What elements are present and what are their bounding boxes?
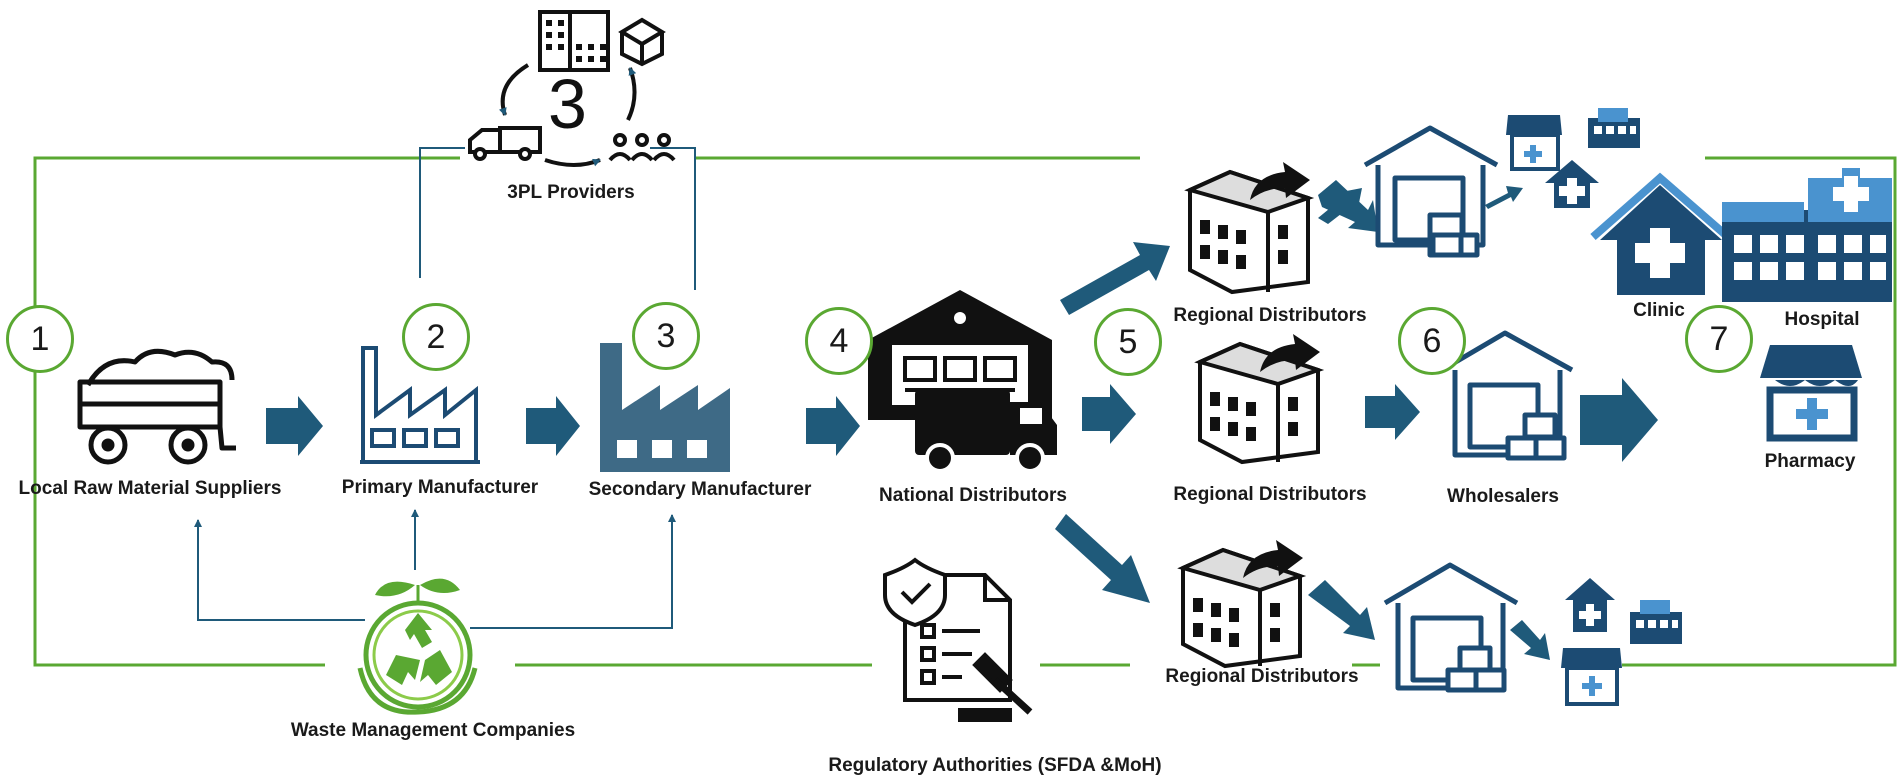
label-regional-distributors-bottom: Regional Distributors — [1165, 666, 1359, 687]
label-secondary-manufacturer: Secondary Manufacturer — [588, 479, 812, 500]
arrow-reg-wh-top — [1318, 180, 1378, 232]
waste-connectors — [194, 509, 676, 629]
stage-number-1: 1 — [6, 305, 74, 373]
stage-number-5: 5 — [1094, 308, 1162, 376]
label-3pl-providers: 3PL Providers — [507, 182, 635, 203]
stage-number-4: 4 — [805, 307, 873, 375]
stage-number-3: 3 — [632, 302, 700, 370]
arrow-6-7 — [1580, 378, 1658, 462]
label-local-raw-suppliers: Local Raw Material Suppliers — [18, 478, 282, 499]
label-national-distributors: National Distributors — [879, 485, 1067, 506]
stage-number-6: 6 — [1398, 307, 1466, 375]
clinic-icon — [1590, 172, 1731, 295]
label-clinic: Clinic — [1633, 300, 1685, 321]
arrow-1-2 — [266, 396, 323, 456]
label-primary-manufacturer: Primary Manufacturer — [341, 477, 539, 498]
pharmacy-icon — [1760, 345, 1862, 442]
arrow-3-4 — [806, 396, 860, 456]
label-hospital: Hospital — [1784, 309, 1860, 330]
svg-text:3: 3 — [548, 65, 587, 143]
factory-outline-icon — [360, 346, 480, 464]
label-regulatory-authorities: Regulatory Authorities (SFDA &MoH) — [828, 755, 1162, 776]
small-facilities-bottom — [1561, 578, 1682, 706]
arrow-wh-bot-pharm — [1510, 620, 1550, 660]
tpl-connector — [419, 147, 696, 290]
regulation-document-gavel-icon — [883, 557, 1033, 722]
distribution-building-icon-mid — [1194, 334, 1325, 465]
arrow-wh-top-pharm — [1485, 186, 1523, 209]
green-feedback-loop — [33, 156, 1897, 667]
warehouse-icon-top — [1363, 125, 1499, 258]
label-pharmacy: Pharmacy — [1764, 451, 1856, 472]
warehouse-icon-bottom — [1383, 562, 1519, 693]
stage-number-2: 2 — [402, 303, 470, 371]
distribution-building-icon-bottom — [1177, 540, 1307, 669]
recycle-icon — [357, 578, 478, 715]
label-waste-management: Waste Management Companies — [290, 720, 576, 741]
logistics-cycle-icon: 3 — [468, 10, 676, 167]
label-regional-distributors-top: Regional Distributors — [1173, 305, 1367, 326]
arrow-5-6 — [1365, 384, 1420, 440]
label-wholesalers: Wholesalers — [1447, 486, 1559, 507]
warehouse-icon-mid — [1440, 330, 1574, 461]
arrow-4-5mid — [1082, 384, 1136, 444]
factory-solid-icon — [600, 343, 730, 472]
arrow-reg-wh-bot — [1308, 580, 1375, 640]
warehouse-truck-icon — [868, 290, 1057, 473]
stage-number-7: 7 — [1685, 305, 1753, 373]
arrow-4-5top — [1060, 242, 1170, 315]
hospital-icon — [1722, 168, 1892, 302]
small-facilities-top — [1506, 108, 1640, 208]
flow-arrows — [266, 180, 1658, 660]
distribution-building-icon-top — [1184, 162, 1315, 295]
arrow-4-5bot — [1055, 514, 1150, 603]
arrow-2-3 — [526, 396, 580, 456]
mine-cart-icon — [77, 348, 236, 465]
label-regional-distributors-mid: Regional Distributors — [1173, 484, 1367, 505]
